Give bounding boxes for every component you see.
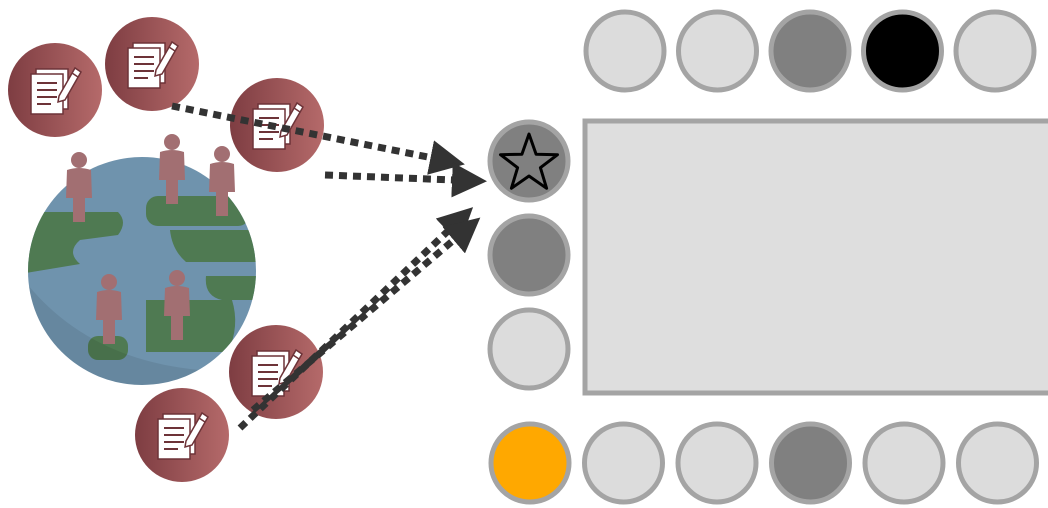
star-icon [499,132,559,190]
bottom-slot-2 [582,421,665,505]
bottom-slot-5 [862,421,946,505]
document-edit-icon [134,387,230,483]
slot-group [487,9,1039,505]
left-slot-1 [487,119,571,203]
bottom-slot-3 [675,421,759,505]
bottom-slot-4 [769,421,852,505]
top-slot-4 [861,9,944,93]
document-edit-icon [104,16,200,112]
document-edit-icon [7,42,103,138]
left-slot-2 [487,213,571,297]
top-slot-3 [768,9,852,93]
bottom-slot-1 [488,421,572,505]
top-slot-5 [953,9,1037,93]
document-edit-icon [228,324,324,420]
board-panel [582,118,1048,396]
flow-arrow [324,162,487,198]
top-slot-2 [676,9,759,93]
flow-arrow [250,217,481,413]
flow-arrow [171,102,465,175]
document-edit-icon [229,77,325,173]
left-slot-3 [487,307,571,391]
bottom-slot-6 [956,421,1039,505]
top-slot-1 [583,9,667,93]
flow-arrow [237,207,474,431]
